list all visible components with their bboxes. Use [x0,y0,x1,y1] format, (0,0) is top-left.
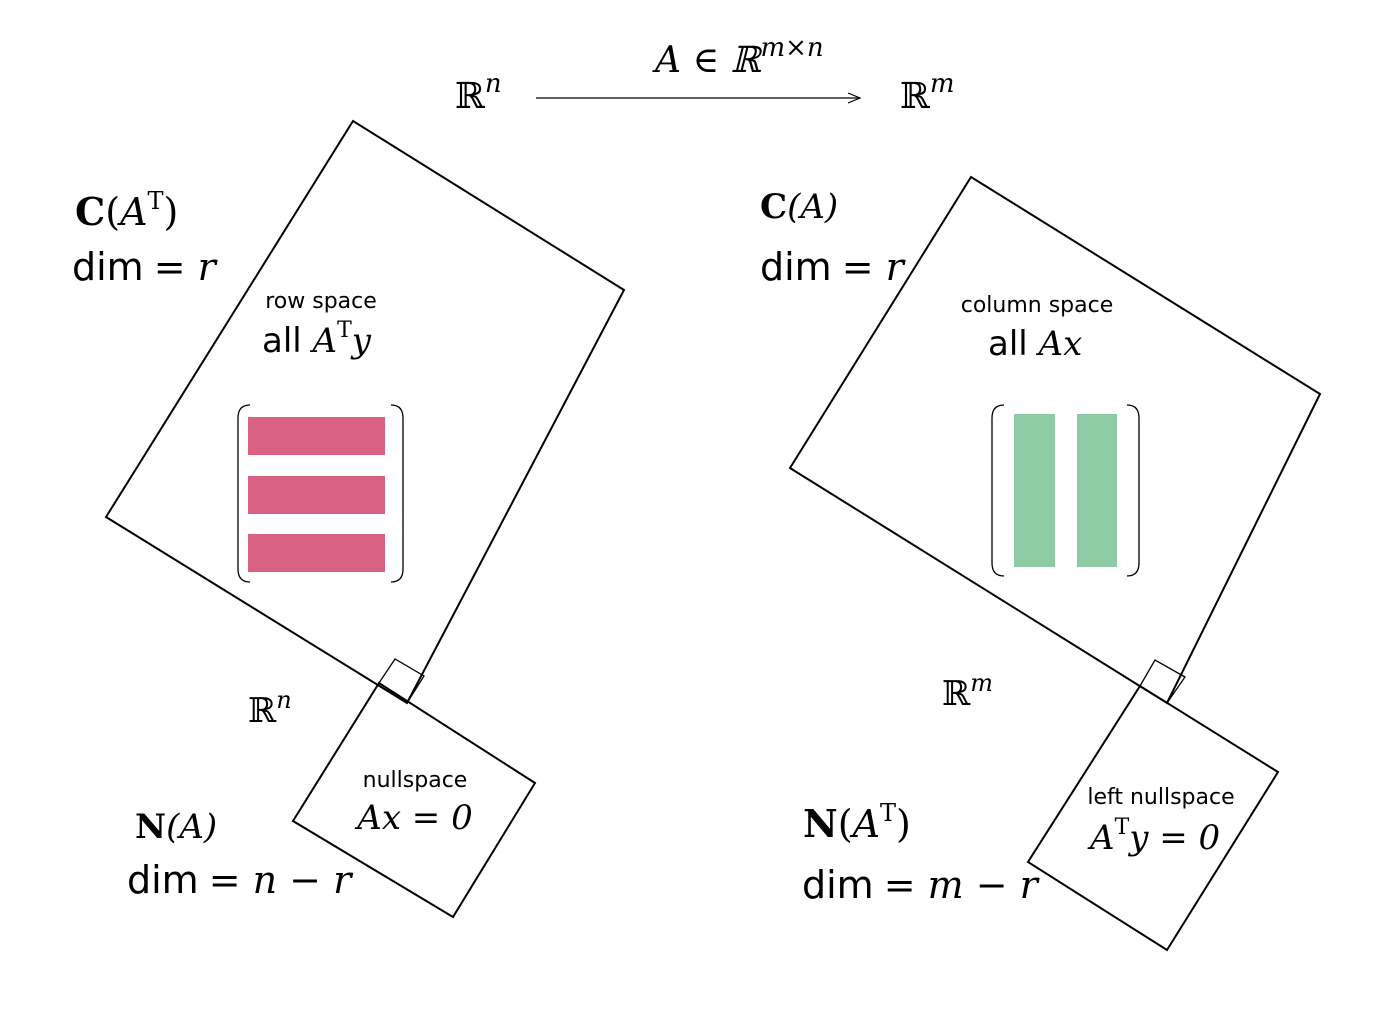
column-matrix [991,404,1140,577]
matrix-row-3 [248,534,385,572]
column-space-desc: all Ax [988,324,1082,364]
left-nullspace-box [1026,684,1280,952]
row-space-region: C(AT) dim= r row space all ATy [72,119,626,705]
domain-space-label: ℝn [248,686,292,731]
matrix-column-2 [1077,414,1117,567]
left-nullspace-region: left nullspace ATy = 0 N(AT) dim= m − r [802,684,1280,952]
nullspace-equation: Ax = 0 [354,798,472,838]
codomain-space-label: ℝm [942,669,993,714]
left-nullspace-title: left nullspace [1087,785,1234,810]
matrix-map-label: A ∈ ℝm×n [652,33,824,81]
column-space-name: C(A) [760,187,838,227]
row-space-dim: dim= r [72,245,219,289]
matrix-column-1 [1014,414,1055,567]
right-bracket [390,404,404,583]
row-space-title: row space [265,289,377,314]
column-space-title: column space [961,293,1114,318]
row-space-desc: all ATy [262,318,372,361]
row-space-box [104,119,626,705]
left-right-angle-mark [378,658,425,704]
matrix-row-2 [248,476,385,514]
nullspace-region: nullspace Ax = 0 N(A) dim= n − r [127,681,537,919]
codomain-label: ℝm [900,69,955,117]
left-nullspace-dim: dim= m − r [802,863,1041,907]
right-bracket [1126,404,1140,577]
mapping-header: A ∈ ℝm×n ℝn ℝm [455,33,955,117]
left-bracket [237,404,251,583]
nullspace-box [291,681,537,919]
column-space-region: C(A) dim= r column space all Ax [760,175,1322,705]
left-bracket [991,404,1005,577]
matrix-row-1 [248,417,385,455]
nullspace-name: N(A) [135,807,217,847]
column-space-dim: dim= r [760,245,907,289]
nullspace-title: nullspace [363,768,468,793]
domain-label: ℝn [455,69,502,117]
left-nullspace-name: N(AT) [803,799,911,846]
nullspace-dim: dim= n − r [127,858,354,902]
row-matrix [237,404,404,583]
row-space-name: C(AT) [75,187,178,234]
left-nullspace-equation: ATy = 0 [1087,815,1220,858]
right-right-angle-mark [1139,659,1186,704]
